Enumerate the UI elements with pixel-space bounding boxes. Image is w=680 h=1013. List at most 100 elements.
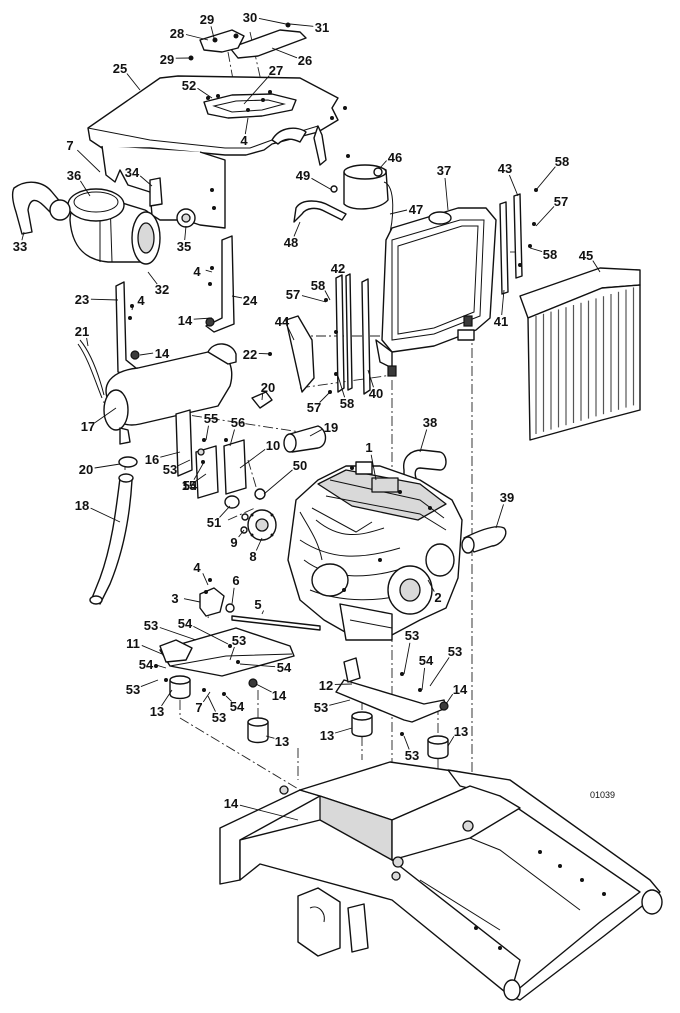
callout-c50: 50 — [293, 458, 307, 473]
leader-line-c4d — [202, 573, 209, 586]
callout-c30: 30 — [243, 10, 257, 25]
callout-c4c: 4 — [137, 293, 145, 308]
callout-c53f: 53 — [405, 628, 419, 643]
callout-c31: 31 — [315, 20, 329, 35]
callout-c57c: 57 — [307, 400, 321, 415]
leader-line-c34 — [139, 175, 153, 187]
callout-c13b: 13 — [275, 734, 289, 749]
callout-c56: 56 — [231, 415, 245, 430]
engine-mount-left — [154, 627, 295, 696]
leader-line-c54b — [193, 625, 229, 645]
callout-c53g: 53 — [448, 644, 462, 659]
callout-c34: 34 — [125, 165, 140, 180]
leader-line-c53i — [403, 735, 410, 750]
callout-c29b: 29 — [160, 52, 174, 67]
radiator-seals — [268, 188, 538, 395]
leader-line-c29a — [210, 26, 215, 39]
callout-c20a: 20 — [261, 380, 275, 395]
callout-c11: 11 — [126, 636, 140, 651]
leader-line-c4a — [244, 117, 249, 135]
leader-line-c22 — [258, 352, 273, 355]
leader-line-c24 — [231, 295, 243, 299]
callout-c54d: 54 — [277, 660, 292, 675]
leader-line-c50 — [263, 469, 293, 495]
throttle-bracket — [199, 578, 321, 631]
callout-c1: 1 — [365, 440, 372, 455]
leader-line-c17 — [94, 407, 117, 423]
leader-line-c57b — [301, 295, 327, 303]
leader-line-c40 — [367, 369, 374, 388]
callout-c48: 48 — [284, 235, 298, 250]
callout-c14d: 14 — [453, 682, 468, 697]
callout-c27: 27 — [269, 63, 283, 78]
callout-c51: 51 — [207, 515, 221, 530]
leader-line-c15 — [195, 473, 207, 482]
leader-line-c54c — [154, 664, 167, 669]
callout-c54c: 54 — [139, 657, 154, 672]
leader-line-c13c — [334, 727, 353, 734]
leader-line-c54e — [225, 695, 233, 702]
callout-c25: 25 — [113, 61, 127, 76]
leader-line-c58c — [324, 290, 331, 301]
leader-line-c18 — [90, 507, 121, 523]
leader-line-c53h — [329, 699, 351, 706]
leader-line-c14c — [255, 683, 272, 693]
leader-line-c53b — [159, 627, 197, 641]
leader-line-c27 — [243, 75, 270, 105]
support-brackets — [115, 188, 235, 377]
callout-c29a: 29 — [200, 12, 214, 27]
callout-c37: 37 — [437, 163, 451, 178]
callout-c6: 6 — [232, 573, 239, 588]
callout-c57b: 57 — [286, 287, 300, 302]
leader-line-c53f — [403, 642, 411, 675]
callout-c9: 9 — [230, 535, 237, 550]
leader-line-c1 — [370, 454, 377, 481]
callout-c39: 39 — [500, 490, 514, 505]
leader-line-c14b — [139, 352, 154, 356]
leader-line-c46 — [379, 160, 387, 169]
leader-line-c36 — [80, 180, 91, 197]
callout-c36: 36 — [67, 168, 81, 183]
leader-line-c14a — [193, 317, 213, 320]
callout-c53h: 53 — [314, 700, 328, 715]
callout-c35: 35 — [177, 239, 191, 254]
callout-c53b: 53 — [144, 618, 158, 633]
callout-c19: 19 — [324, 420, 338, 435]
leader-line-c43 — [508, 174, 519, 197]
callout-c13a: 13 — [150, 704, 164, 719]
leader-line-c31 — [289, 23, 314, 27]
callout-c17: 17 — [81, 419, 95, 434]
leader-line-c53d — [140, 679, 159, 688]
leader-line-c48 — [293, 221, 301, 237]
callout-c20b: 20 — [79, 462, 93, 477]
callout-c58a: 58 — [555, 154, 569, 169]
callout-c42: 42 — [331, 261, 345, 276]
callout-c7b: 7 — [195, 700, 202, 715]
leader-line-c53g — [429, 657, 450, 687]
leader-line-c7a — [76, 149, 101, 173]
callout-c5: 5 — [254, 597, 261, 612]
leader-line-c35 — [184, 225, 187, 241]
callout-c14a: 14 — [178, 313, 193, 328]
callout-c54e: 54 — [230, 699, 245, 714]
leader-line-c4b — [205, 269, 213, 273]
leader-line-c10 — [239, 449, 266, 469]
callout-c43: 43 — [498, 161, 512, 176]
leader-line-c3 — [183, 598, 201, 603]
callout-c26: 26 — [298, 53, 312, 68]
leader-line-c38 — [419, 429, 428, 453]
leader-line-c11 — [141, 644, 163, 655]
callout-c46: 46 — [388, 150, 402, 165]
leader-line-c4c — [131, 304, 134, 311]
leader-line-c53c — [229, 646, 235, 661]
leader-line-c28 — [185, 34, 209, 41]
callout-c54a: 54 — [183, 478, 198, 493]
leader-line-c16 — [160, 451, 181, 458]
callout-c40: 40 — [369, 386, 383, 401]
leader-line-c13d — [447, 736, 455, 747]
leader-line-c14d — [445, 693, 454, 705]
leader-line-c26 — [271, 47, 298, 59]
callout-c22: 22 — [243, 347, 257, 362]
callout-c7a: 7 — [66, 138, 73, 153]
